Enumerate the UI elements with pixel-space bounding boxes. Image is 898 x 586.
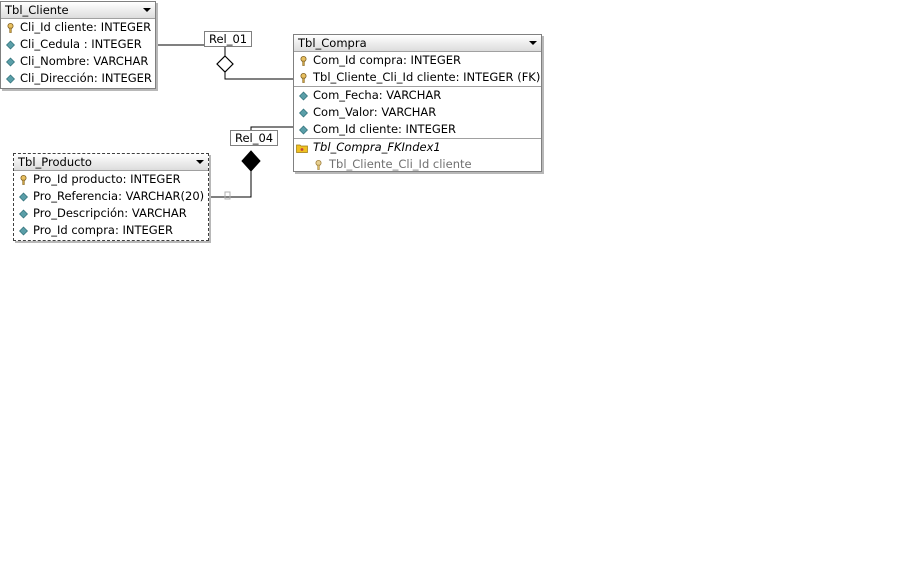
- column-name: Tbl_Cliente_Cli_Id cliente: INTEGER (FK): [313, 70, 541, 84]
- column-name: Cli_Cedula : INTEGER: [20, 37, 142, 51]
- rel-04-anchor-marker: [224, 191, 231, 200]
- column-name: Cli_Id cliente: INTEGER: [20, 20, 152, 34]
- column-name: Cli_Dirección: INTEGER: [20, 71, 152, 85]
- column-row[interactable]: Cli_Nombre: VARCHAR: [1, 53, 155, 70]
- chevron-down-icon[interactable]: [529, 41, 537, 45]
- index-row[interactable]: Tbl_Compra_FKIndex1: [294, 138, 541, 156]
- diamond-attribute-icon: [19, 209, 28, 219]
- key-icon: [315, 160, 322, 170]
- column-row[interactable]: Com_Id compra: INTEGER: [294, 52, 541, 69]
- column-name: Pro_Id producto: INTEGER: [33, 172, 181, 186]
- column-row[interactable]: Pro_Referencia: VARCHAR(20): [14, 188, 208, 205]
- index-name: Tbl_Compra_FKIndex1: [313, 140, 441, 154]
- key-icon: [20, 175, 27, 185]
- table-compra-header[interactable]: Tbl_Compra: [294, 35, 541, 52]
- table-compra-title: Tbl_Compra: [298, 36, 367, 50]
- table-producto[interactable]: Tbl_Producto Pro_Id producto: INTEGER Pr…: [13, 153, 209, 241]
- column-row[interactable]: Tbl_Cliente_Cli_Id cliente: INTEGER (FK): [294, 69, 541, 86]
- column-row[interactable]: Cli_Id cliente: INTEGER: [1, 19, 155, 36]
- column-row[interactable]: Cli_Dirección: INTEGER: [1, 70, 155, 87]
- diamond-attribute-icon: [6, 74, 15, 84]
- diamond-attribute-icon: [6, 40, 15, 50]
- index-folder-icon: [296, 144, 308, 153]
- index-column-name: Tbl_Cliente_Cli_Id cliente: [329, 157, 472, 171]
- diamond-attribute-icon: [19, 192, 28, 202]
- key-icon: [7, 23, 14, 33]
- column-row[interactable]: Com_Fecha: VARCHAR: [294, 86, 541, 104]
- diamond-attribute-icon: [6, 57, 15, 67]
- rel-04-diamond: [241, 150, 261, 172]
- table-compra[interactable]: Tbl_Compra Com_Id compra: INTEGER Tbl_Cl…: [293, 34, 542, 172]
- diamond-attribute-icon: [299, 108, 308, 118]
- table-producto-title: Tbl_Producto: [18, 155, 92, 169]
- relation-label-rel-04[interactable]: Rel_04: [230, 130, 279, 146]
- column-row[interactable]: Pro_Id producto: INTEGER: [14, 171, 208, 188]
- column-row[interactable]: Cli_Cedula : INTEGER: [1, 36, 155, 53]
- column-name: Cli_Nombre: VARCHAR: [20, 54, 149, 68]
- rel-01-diamond: [216, 55, 234, 73]
- diamond-attribute-icon: [19, 226, 28, 236]
- column-name: Pro_Referencia: VARCHAR(20): [33, 189, 205, 203]
- chevron-down-icon[interactable]: [196, 160, 204, 164]
- table-cliente-header[interactable]: Tbl_Cliente: [1, 2, 155, 19]
- column-row[interactable]: Com_Id cliente: INTEGER: [294, 121, 541, 138]
- key-icon: [300, 56, 307, 66]
- column-name: Pro_Id compra: INTEGER: [33, 223, 173, 237]
- rel-01-line-compra: [224, 72, 293, 80]
- column-name: Com_Id compra: INTEGER: [313, 53, 461, 67]
- relation-label-rel-01[interactable]: Rel_01: [204, 31, 253, 47]
- column-name: Com_Valor: VARCHAR: [313, 105, 437, 119]
- column-row[interactable]: Pro_Descripción: VARCHAR: [14, 205, 208, 222]
- column-name: Com_Fecha: VARCHAR: [313, 88, 442, 102]
- table-cliente[interactable]: Tbl_Cliente Cli_Id cliente: INTEGER Cli_…: [0, 1, 156, 89]
- column-row[interactable]: Com_Valor: VARCHAR: [294, 104, 541, 121]
- index-column-row[interactable]: Tbl_Cliente_Cli_Id cliente: [294, 156, 541, 173]
- key-icon: [300, 73, 307, 83]
- diamond-attribute-icon: [299, 91, 308, 101]
- column-name: Com_Id cliente: INTEGER: [313, 122, 457, 136]
- column-name: Pro_Descripción: VARCHAR: [33, 206, 187, 220]
- column-row[interactable]: Pro_Id compra: INTEGER: [14, 222, 208, 239]
- chevron-down-icon[interactable]: [143, 8, 151, 12]
- table-cliente-title: Tbl_Cliente: [5, 3, 69, 17]
- diamond-attribute-icon: [299, 125, 308, 135]
- table-producto-header[interactable]: Tbl_Producto: [14, 154, 208, 171]
- rel-04-line-producto: [208, 171, 252, 198]
